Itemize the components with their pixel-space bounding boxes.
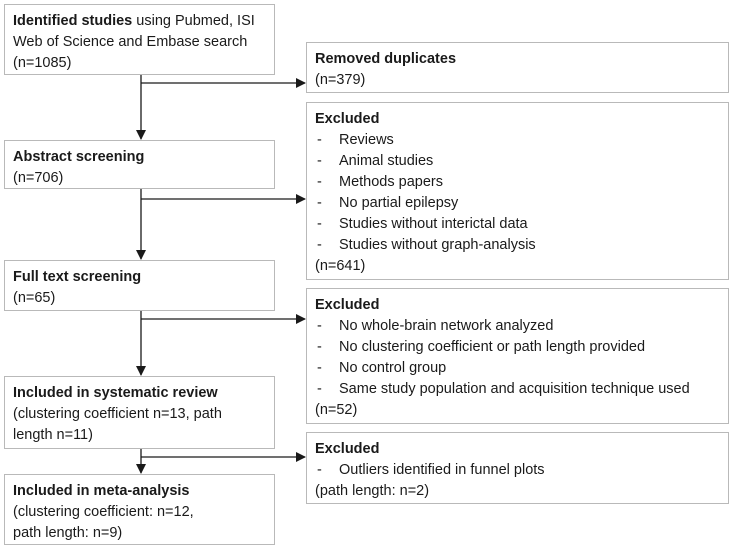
excluded-2-item: No whole-brain network analyzed bbox=[315, 316, 720, 337]
excluded-2-count: (n=52) bbox=[315, 402, 358, 418]
excluded-2-item: No clustering coefficient or path length… bbox=[315, 337, 720, 358]
systematic-review-box: Included in systematic review (clusterin… bbox=[4, 376, 275, 449]
excluded-3-list: Outliers identified in funnel plots bbox=[315, 460, 720, 481]
excluded-1-item: Studies without graph-analysis bbox=[315, 235, 720, 256]
full-text-screening-count: (n=65) bbox=[13, 290, 56, 306]
excluded-2-item: No control group bbox=[315, 358, 720, 379]
full-text-screening-title: Full text screening bbox=[13, 269, 142, 285]
excluded-3-item: Outliers identified in funnel plots bbox=[315, 460, 720, 481]
excluded-2-item: Same study population and acquisition te… bbox=[315, 379, 720, 400]
meta-analysis-title: Included in meta-analysis bbox=[13, 483, 190, 499]
excluded-1-item: Methods papers bbox=[315, 172, 720, 193]
systematic-review-line-2: length n=11) bbox=[13, 427, 93, 443]
excluded-1-item: No partial epilepsy bbox=[315, 193, 720, 214]
abstract-screening-title: Abstract screening bbox=[13, 149, 145, 165]
systematic-review-line-1: (clustering coefficient n=13, path bbox=[13, 406, 222, 422]
excluded-box-3: Excluded Outliers identified in funnel p… bbox=[306, 432, 729, 504]
systematic-review-title: Included in systematic review bbox=[13, 385, 218, 401]
identified-studies-box: Identified studies using Pubmed, ISI Web… bbox=[4, 4, 275, 75]
identified-studies-count: (n=1085) bbox=[13, 55, 72, 71]
identified-studies-title: Identified studies bbox=[13, 13, 133, 29]
excluded-1-item: Animal studies bbox=[315, 151, 720, 172]
excluded-2-title: Excluded bbox=[315, 297, 380, 313]
excluded-3-title: Excluded bbox=[315, 441, 380, 457]
identified-studies-title-rest: using Pubmed, ISI bbox=[132, 13, 255, 29]
full-text-screening-box: Full text screening (n=65) bbox=[4, 260, 275, 311]
excluded-2-list: No whole-brain network analyzed No clust… bbox=[315, 316, 720, 400]
identified-studies-line-1: Web of Science and Embase search bbox=[13, 34, 248, 50]
meta-analysis-line-2: path length: n=9) bbox=[13, 525, 123, 541]
excluded-3-count: (path length: n=2) bbox=[315, 483, 430, 499]
excluded-box-1: Excluded Reviews Animal studies Methods … bbox=[306, 102, 729, 280]
abstract-screening-box: Abstract screening (n=706) bbox=[4, 140, 275, 189]
removed-duplicates-box: Removed duplicates (n=379) bbox=[306, 42, 729, 93]
excluded-1-list: Reviews Animal studies Methods papers No… bbox=[315, 130, 720, 256]
excluded-1-title: Excluded bbox=[315, 111, 380, 127]
abstract-screening-count: (n=706) bbox=[13, 170, 64, 186]
meta-analysis-box: Included in meta-analysis (clustering co… bbox=[4, 474, 275, 545]
meta-analysis-line-1: (clustering coefficient: n=12, bbox=[13, 504, 194, 520]
excluded-1-count: (n=641) bbox=[315, 258, 366, 274]
removed-duplicates-title: Removed duplicates bbox=[315, 51, 457, 67]
removed-duplicates-count: (n=379) bbox=[315, 72, 366, 88]
excluded-box-2: Excluded No whole-brain network analyzed… bbox=[306, 288, 729, 424]
excluded-1-item: Reviews bbox=[315, 130, 720, 151]
excluded-1-item: Studies without interictal data bbox=[315, 214, 720, 235]
